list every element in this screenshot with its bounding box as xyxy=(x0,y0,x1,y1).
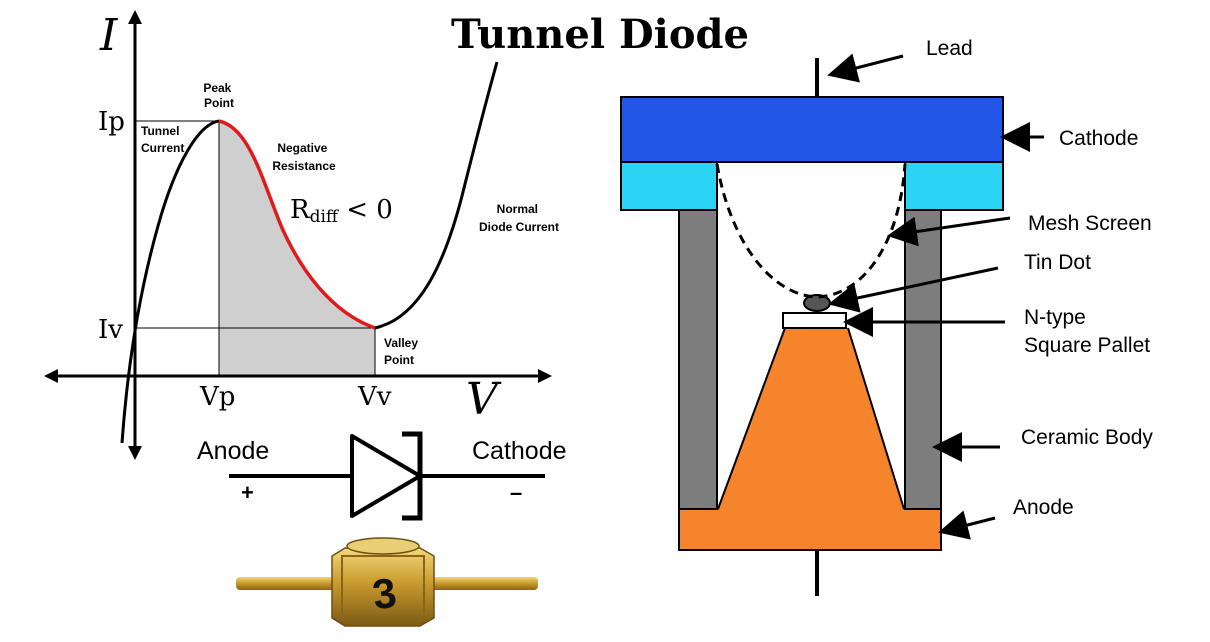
anode-pedestal-edge-right xyxy=(847,327,905,510)
valley-point-label: Valley Point xyxy=(384,336,421,367)
iv-graph: I V Ip Iv Vp Vv Peak Point Tunnel Curren… xyxy=(44,10,559,460)
y-axis-arrow-bottom xyxy=(128,446,142,460)
shaded-negative-resistance-region xyxy=(219,121,375,375)
tunnel-diode-symbol: Anode Cathode + – xyxy=(197,431,567,521)
ip-label: Ip xyxy=(98,107,125,137)
photo-body-cap xyxy=(346,537,420,555)
photo-body-band xyxy=(341,555,425,619)
symbol-anode-label: Anode xyxy=(197,437,269,465)
tunnel-diode-photo: 3 xyxy=(236,537,538,627)
symbol-minus-label: – xyxy=(510,480,522,505)
symbol-plus-label: + xyxy=(241,480,254,505)
anode-block xyxy=(678,508,942,551)
normal-diode-current-label: Normal Diode Current xyxy=(479,202,559,234)
mesh-screen-label: Mesh Screen xyxy=(1028,212,1152,235)
iv-label: Iv xyxy=(98,315,123,345)
pallet-label: N-type Square Pallet xyxy=(1024,306,1150,357)
symbol-triangle xyxy=(350,434,422,518)
tin-dot-label: Tin Dot xyxy=(1024,251,1091,274)
cathode-spacer-left xyxy=(620,160,718,211)
vv-label: Vv xyxy=(357,382,392,412)
ceramic-body-right xyxy=(904,208,942,511)
lead-arrow xyxy=(827,53,904,83)
cathode-spacer-right xyxy=(904,160,1004,211)
tunnel-current-curve xyxy=(120,119,220,444)
anode-pedestal-edge-left xyxy=(717,327,786,510)
construction-diagram: Lead Cathode Mesh Screen Tin Dot N-type … xyxy=(620,37,1153,596)
page-title: Tunnel Diode xyxy=(451,11,749,58)
negative-resistance-curve xyxy=(218,119,376,330)
n-type-square-pallet xyxy=(782,312,847,329)
vp-label: Vp xyxy=(199,382,235,412)
cathode-block xyxy=(620,96,1004,163)
negative-resistance-label: Negative Resistance xyxy=(272,141,336,173)
axis-label-v: V xyxy=(466,374,502,425)
x-axis-arrow-right xyxy=(538,369,552,383)
ceramic-body-label: Ceramic Body xyxy=(1021,426,1153,449)
anode-arrow xyxy=(938,510,996,540)
peak-point-label: Peak Point xyxy=(203,81,234,110)
mesh-screen-arrow xyxy=(887,216,1011,247)
photo-body-flange xyxy=(331,547,435,627)
x-axis-arrow-left xyxy=(44,369,58,383)
rdiff-label: Rdiff < 0 xyxy=(290,195,393,227)
anode-pedestal xyxy=(718,328,904,510)
axis-label-i: I xyxy=(99,10,119,61)
ceramic-body-left xyxy=(678,208,718,511)
tunnel-current-label: Tunnel Current xyxy=(141,124,184,155)
mesh-screen xyxy=(715,163,907,299)
cathode-label: Cathode xyxy=(1059,127,1138,150)
symbol-cathode-label: Cathode xyxy=(472,437,567,465)
y-axis-arrow-top xyxy=(128,10,142,24)
normal-diode-current-curve xyxy=(374,61,499,330)
anode-label: Anode xyxy=(1013,496,1074,519)
tin-dot-arrow xyxy=(828,266,999,313)
lead-label: Lead xyxy=(926,37,973,60)
